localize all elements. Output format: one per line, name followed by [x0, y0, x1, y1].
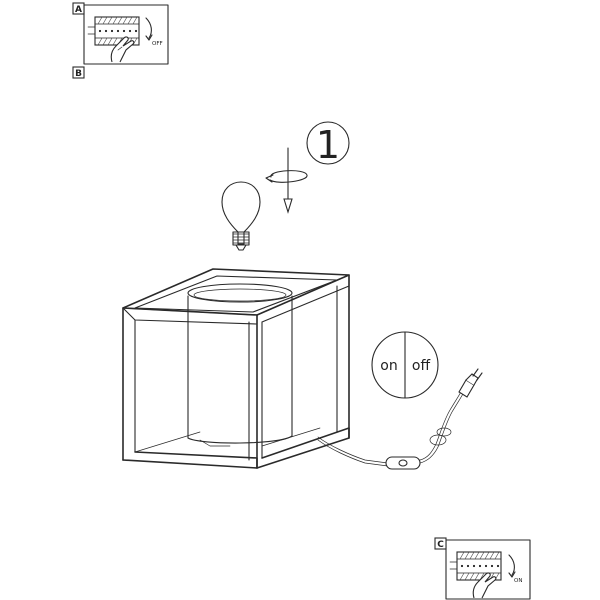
panel-c-state-label: ON [514, 578, 522, 584]
panel-a-state-label: OFF [152, 41, 163, 47]
panel-c-rotate-arrow-icon [508, 554, 516, 578]
on-label: on [380, 358, 397, 374]
glass-cylinder [187, 283, 293, 447]
lamp-frame [122, 268, 350, 469]
power-plug-icon [458, 368, 483, 398]
step-number-circle [306, 121, 350, 165]
panel-b-tag-group: B [72, 66, 85, 79]
panel-c-hand-icon [472, 572, 497, 599]
panel-a-tag-box [72, 2, 85, 15]
panel-a-tag: A [75, 5, 82, 15]
panel-c-inset: C ON [434, 537, 531, 600]
panel-a-socket-icon [87, 16, 140, 46]
step-number: 1 [316, 123, 340, 167]
on-off-badge: on off [371, 331, 439, 399]
panel-c-socket-icon [449, 551, 502, 581]
panel-a-hand-icon [110, 36, 135, 63]
light-bulb-icon [221, 181, 261, 251]
panel-b-tag-box [72, 66, 85, 79]
panel-c-tag-box [434, 537, 447, 550]
step-1-callout: 1 [306, 121, 350, 167]
inline-switch-icon [385, 456, 421, 470]
panel-a-rotate-arrow-icon [145, 17, 153, 41]
panel-a-inset: A OFF [72, 2, 169, 65]
power-cable [317, 389, 465, 467]
off-label: off [412, 358, 431, 374]
screw-in-arrow-icon [265, 147, 308, 214]
panel-b-tag: B [75, 69, 82, 79]
panel-c-tag: C [437, 540, 444, 550]
